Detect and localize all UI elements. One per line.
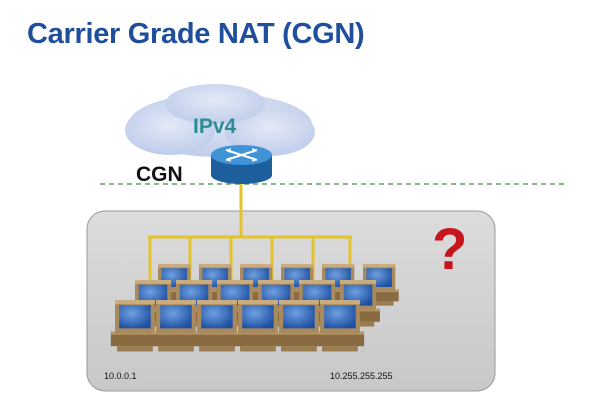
cloud-label: IPv4	[193, 115, 237, 138]
router-icon	[211, 145, 272, 184]
slide-title: Carrier Grade NAT (CGN)	[27, 18, 365, 50]
computer-icon	[192, 300, 242, 352]
computer-icon	[359, 264, 399, 306]
computer-icon	[315, 300, 365, 352]
computer-icon	[151, 300, 201, 352]
computer-icon	[110, 300, 160, 352]
computer-icon	[274, 300, 324, 352]
address-start-label: 10.0.0.1	[104, 371, 137, 381]
computer-icon	[233, 300, 283, 352]
question-mark: ?	[432, 217, 468, 282]
address-end-label: 10.255.255.255	[330, 371, 393, 381]
cgn-label: CGN	[136, 163, 183, 186]
cloud-icon	[125, 84, 315, 157]
computer-grid	[110, 264, 399, 352]
